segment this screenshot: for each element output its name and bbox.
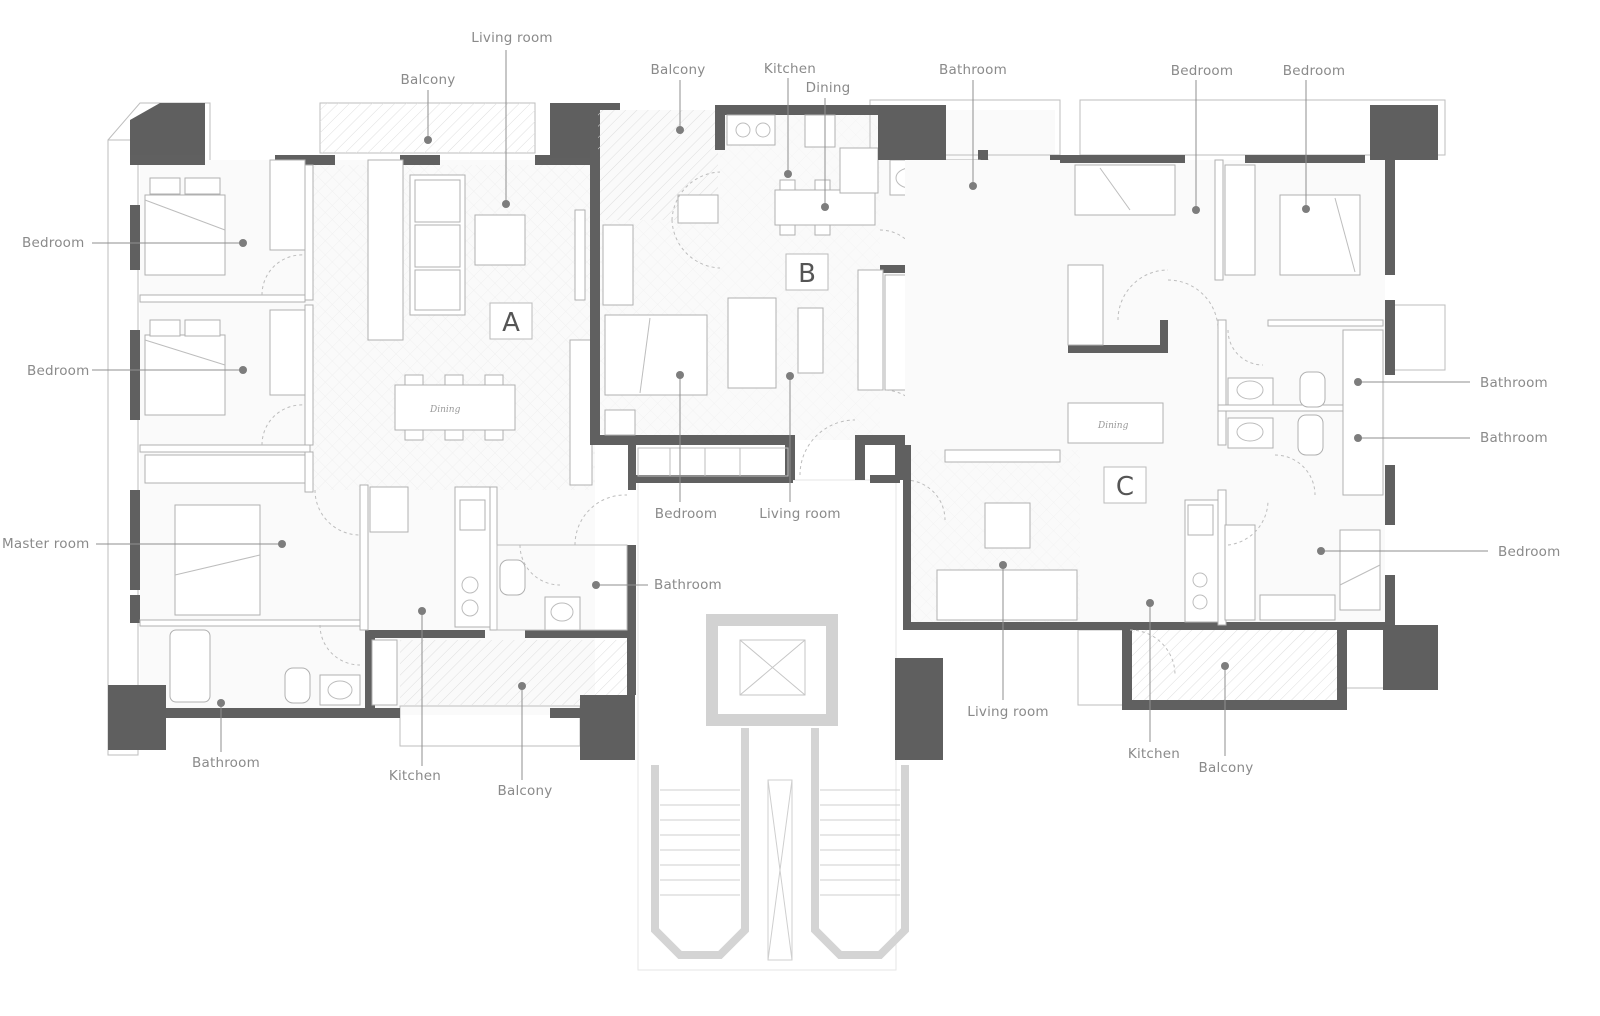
label-b-bedroom: Bedroom	[655, 506, 717, 522]
elevator-shaft	[706, 614, 838, 726]
unit-c: Dining C	[895, 99, 1446, 760]
label-b-dining: Dining	[806, 80, 851, 96]
label-a-kitchen: Kitchen	[389, 768, 441, 784]
label-a-bathroom: Bathroom	[192, 755, 260, 771]
unit-a: Dining A	[107, 102, 636, 760]
unit-a-letter: A	[502, 308, 520, 338]
label-c-balcony: Balcony	[1199, 760, 1254, 776]
label-c-bedroom-2: Bedroom	[1283, 63, 1345, 79]
label-c-kitchen: Kitchen	[1128, 746, 1180, 762]
stairs	[660, 779, 900, 961]
label-b-living-room: Living room	[759, 506, 841, 522]
label-b-balcony: Balcony	[651, 62, 706, 78]
label-a-bedroom-2: Bedroom	[27, 363, 89, 379]
unit-c-badge	[1103, 466, 1147, 504]
unit-c-letter: C	[1116, 472, 1134, 502]
label-a-balcony-bottom: Balcony	[498, 783, 553, 799]
building-core	[637, 479, 909, 971]
unit-b-badge	[785, 253, 829, 291]
label-b-kitchen: Kitchen	[764, 61, 816, 77]
room-labels: Living room Balcony Bedroom Bedroom Mast…	[2, 30, 1560, 799]
label-a-living-room: Living room	[471, 30, 553, 46]
label-c-living-room: Living room	[967, 704, 1049, 720]
label-a-bedroom-1: Bedroom	[22, 235, 84, 251]
label-c-bedroom-3: Bedroom	[1498, 544, 1560, 560]
label-a-balcony-top: Balcony	[401, 72, 456, 88]
label-a-master-room: Master room	[2, 536, 90, 552]
label-c-bedroom-1: Bedroom	[1171, 63, 1233, 79]
unit-a-badge	[489, 302, 533, 340]
label-c-bathroom-1: Bathroom	[1480, 375, 1548, 391]
dining-table-label-c: Dining	[1097, 421, 1129, 431]
unit-b-letter: B	[798, 259, 816, 289]
label-c-bathroom-2: Bathroom	[1480, 430, 1548, 446]
dining-table-label-a: Dining	[429, 405, 461, 415]
label-a-bathroom-2: Bathroom	[654, 577, 722, 593]
label-b-bathroom: Bathroom	[939, 62, 1007, 78]
